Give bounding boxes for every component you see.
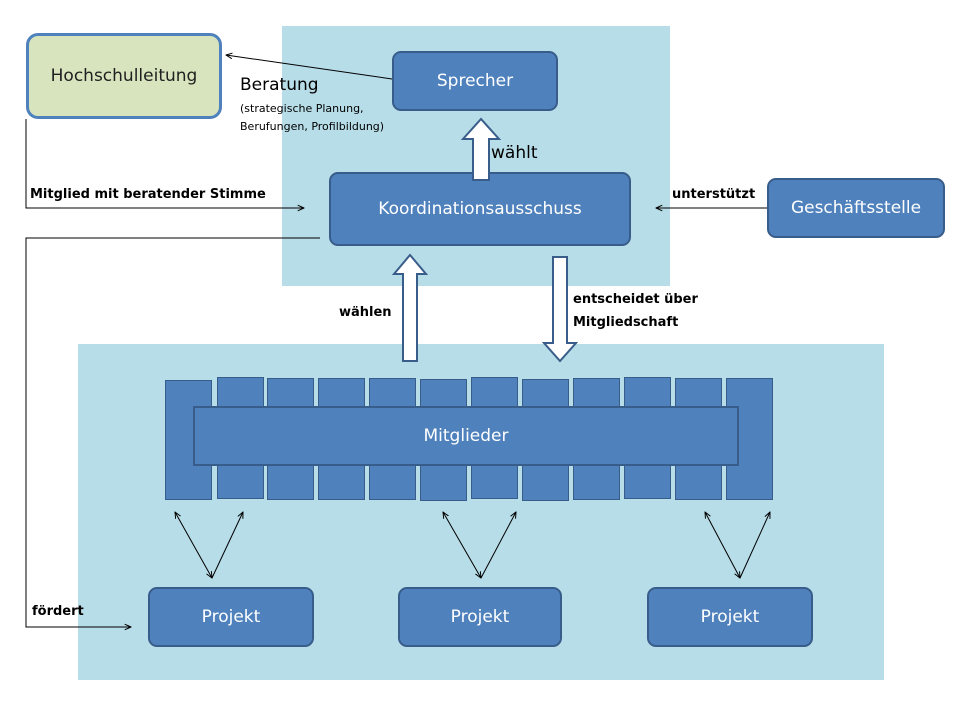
waehlt-block-arrow (460, 117, 502, 181)
foerdert-connector (25, 237, 320, 627)
member-project-arrow (211, 512, 243, 579)
waehlt-label: wählt (491, 143, 538, 163)
unterstuetzt-label: unterstützt (672, 187, 756, 202)
beratung-label: Beratung (240, 75, 319, 95)
foerdert-label: fördert (32, 604, 84, 619)
mitglieder-box: Mitglieder (193, 406, 739, 466)
projekt-box-2: Projekt (398, 587, 562, 647)
entscheidet-label-line-1: entscheidet über (573, 292, 698, 307)
entscheidet-label-line-2: Mitgliedschaft (573, 315, 679, 330)
member-project-arrow (480, 512, 516, 579)
member-project-arrow (739, 512, 770, 579)
mitglied-stimme-label: Mitglied mit beratender Stimme (30, 187, 266, 202)
member-project-arrow (175, 512, 212, 578)
sprecher-box: Sprecher (392, 51, 558, 111)
member-project-arrow (443, 512, 481, 578)
beratung-arrow (226, 55, 393, 80)
beratung-detail-line-2: Berufungen, Profilbildung) (240, 120, 385, 133)
projekt-box-3: Projekt (647, 587, 813, 647)
geschaeftsstelle-box: Geschäftsstelle (767, 178, 945, 238)
koordinationsausschuss-box: Koordinationsausschuss (329, 172, 631, 246)
projekt-box-1: Projekt (148, 587, 314, 647)
entscheidet-block-arrow (541, 256, 579, 363)
beratung-detail-line-1: (strategische Planung, (240, 102, 364, 115)
hochschulleitung-box: Hochschulleitung (26, 33, 222, 119)
member-project-arrow (705, 512, 740, 578)
waehlen-block-arrow (391, 253, 429, 362)
waehlen-label: wählen (339, 305, 392, 320)
mitglied-stimme-connector (25, 119, 304, 208)
